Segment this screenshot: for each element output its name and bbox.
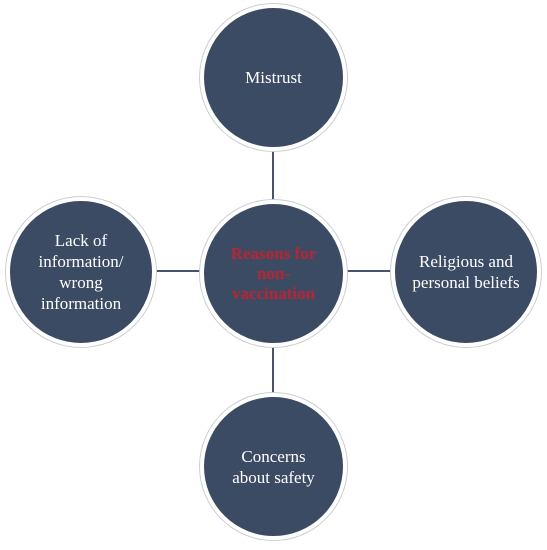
node-lack-of-information-label: Lack of information/ wrong information bbox=[38, 231, 124, 313]
connector-bottom bbox=[272, 342, 274, 398]
node-mistrust: Mistrust bbox=[200, 4, 347, 151]
node-concerns-safety-label: Concerns about safety bbox=[232, 446, 315, 487]
center-node: Reasons for non-vaccination bbox=[200, 200, 347, 347]
node-mistrust-label: Mistrust bbox=[245, 68, 302, 87]
node-lack-of-information: Lack of information/ wrong information bbox=[6, 197, 156, 347]
node-concerns-safety: Concerns about safety bbox=[200, 393, 347, 540]
connector-right bbox=[341, 270, 397, 272]
node-religious-beliefs-label: Religious and personal beliefs bbox=[412, 252, 520, 292]
node-religious-beliefs: Religious and personal beliefs bbox=[391, 197, 541, 347]
connector-left bbox=[150, 270, 206, 272]
center-node-label: Reasons for non-vaccination bbox=[230, 243, 317, 303]
connector-top bbox=[272, 148, 274, 204]
